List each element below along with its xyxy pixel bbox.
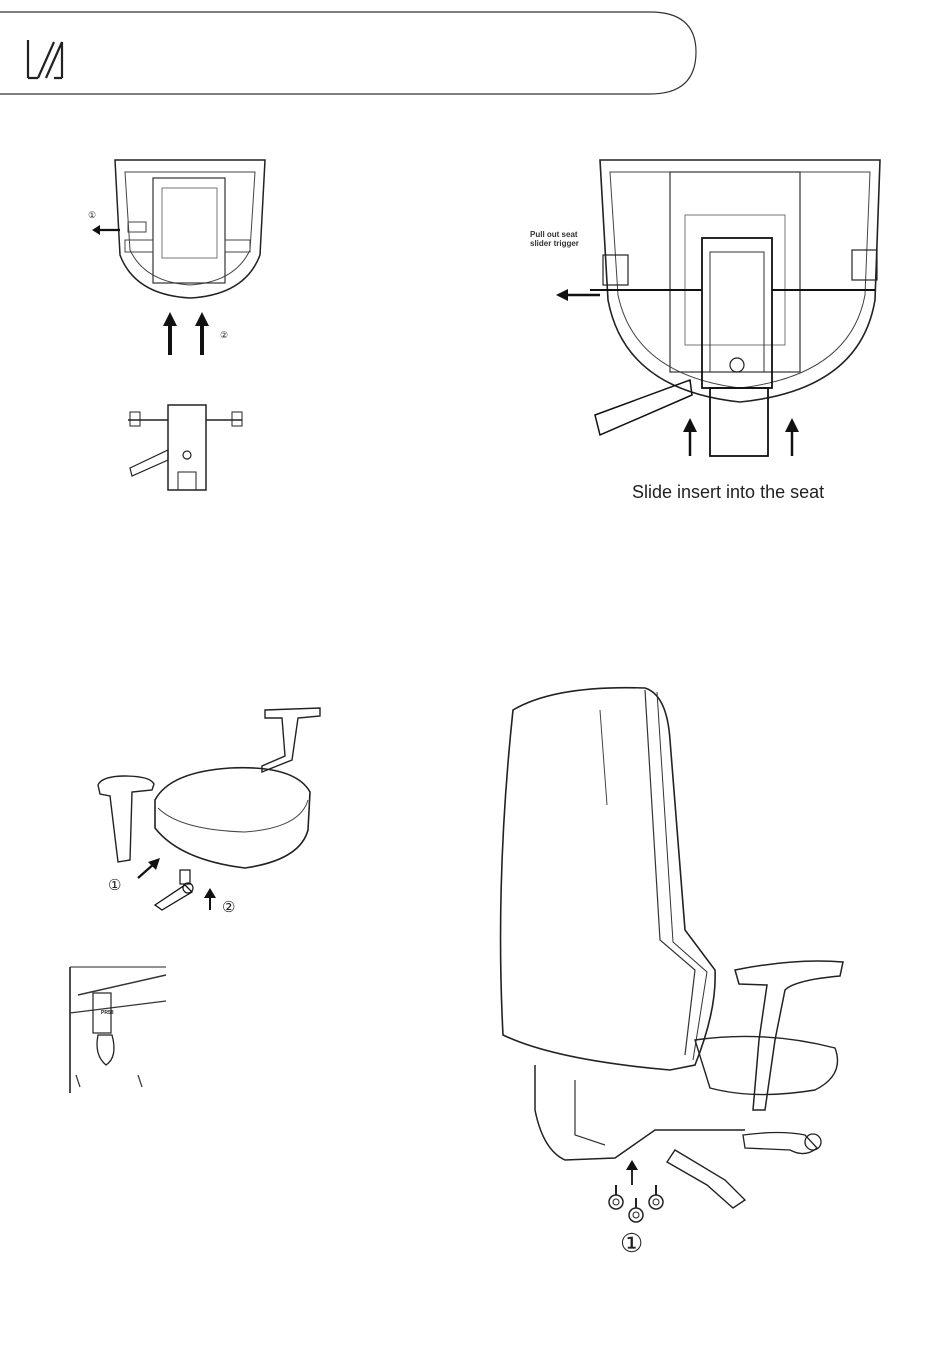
step2-caption: Slide insert into the seat xyxy=(632,482,824,503)
step3-marker-1: ① xyxy=(108,876,121,894)
lever-detail-diagram xyxy=(68,965,168,1095)
seat-underside-diagram xyxy=(80,150,290,500)
step4-marker-1: ① xyxy=(620,1228,643,1259)
step1-marker-2: ② xyxy=(220,330,228,341)
trigger-label-line1: Pull out seat xyxy=(530,230,579,239)
step2-illustration: Pull out seat slider trigger Slide inser… xyxy=(530,150,890,515)
seat-insert-diagram xyxy=(530,150,890,470)
step4-illustration: ① xyxy=(495,680,855,1270)
step3-marker-2: ② xyxy=(222,898,235,916)
armrest-seat-diagram xyxy=(70,700,340,930)
full-chair-diagram xyxy=(495,680,855,1270)
step3-illustration: ① ② xyxy=(70,700,340,930)
trigger-label-line2: slider trigger xyxy=(530,239,579,248)
trigger-label: Pull out seat slider trigger xyxy=(530,230,579,248)
header-banner xyxy=(0,0,950,100)
step1-marker-1: ① xyxy=(88,210,96,221)
detail-label: PR58 xyxy=(101,1010,114,1016)
step1-illustration: ① ② xyxy=(80,150,290,500)
brand-logo-icon xyxy=(26,38,66,82)
header-banner-shape xyxy=(0,0,950,100)
step3-detail-inset: PR58 xyxy=(68,965,168,1095)
